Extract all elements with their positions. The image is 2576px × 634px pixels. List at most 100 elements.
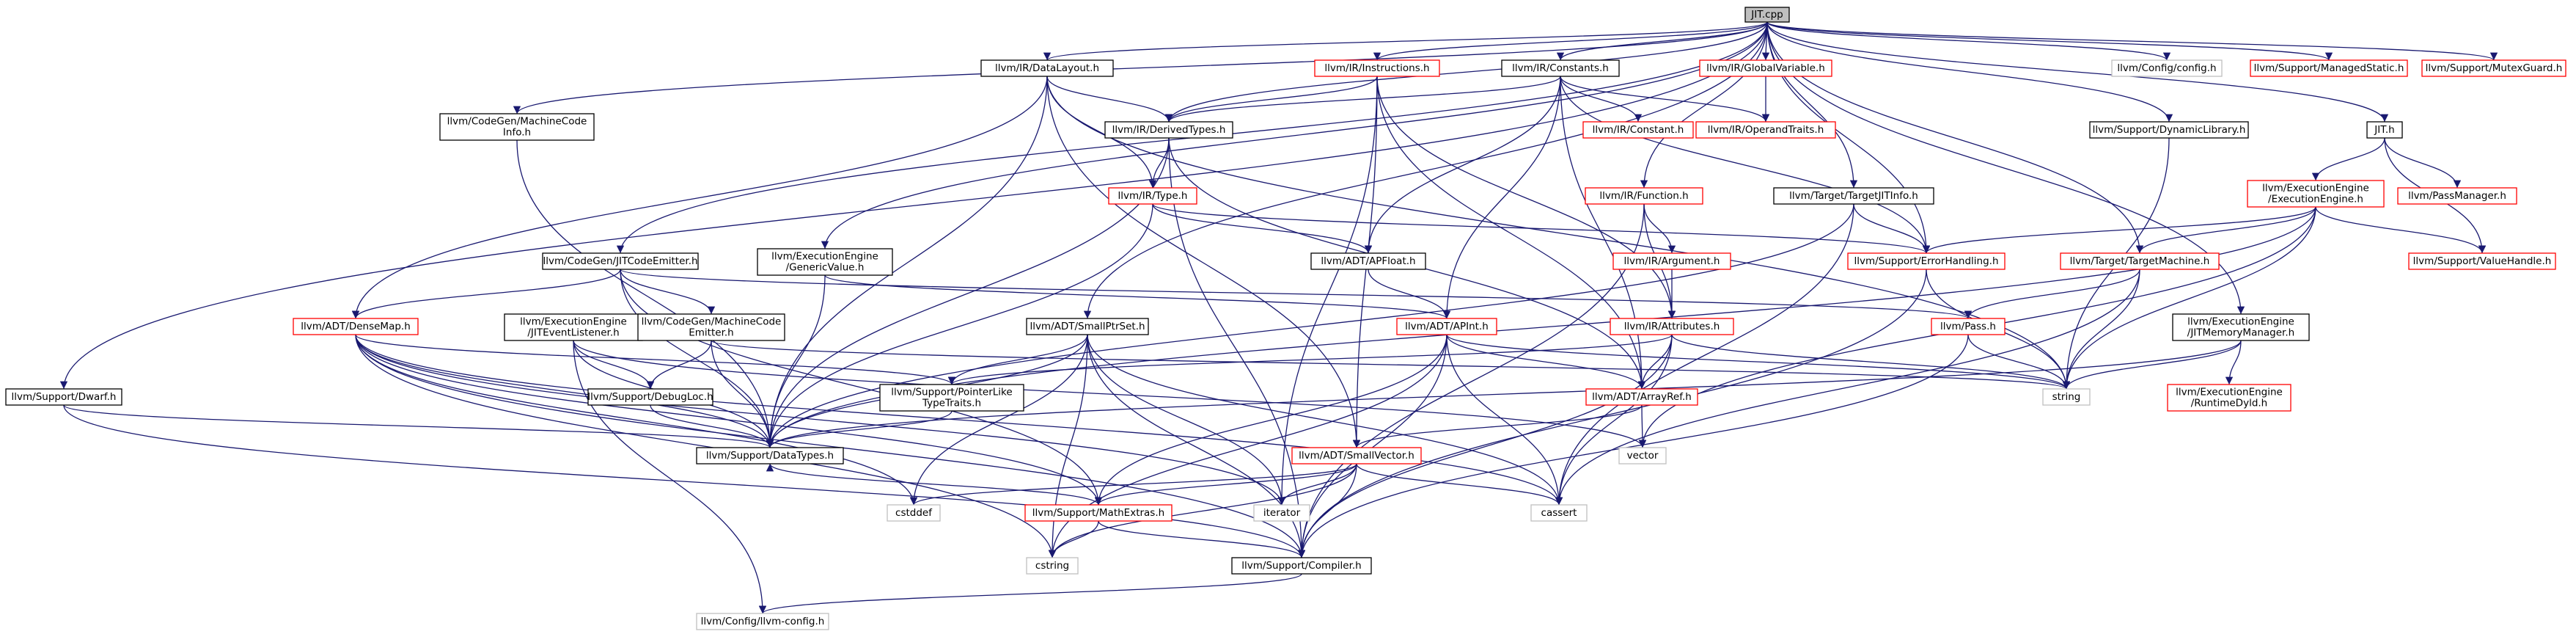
node-llvmconfig[interactable]: llvm/Config/llvm-config.h <box>696 613 829 630</box>
node-label: llvm/ADT/APFloat.h <box>1321 255 1415 267</box>
node-runtimedyld[interactable]: llvm/ExecutionEngine/RuntimeDyld.h <box>2167 384 2291 412</box>
node-label: llvm/ADT/SmallVector.h <box>1299 450 1414 462</box>
node-densemap[interactable]: llvm/ADT/DenseMap.h <box>293 318 419 335</box>
node-function[interactable]: llvm/IR/Function.h <box>1585 187 1703 205</box>
edge-apint-to-cassert <box>1446 334 1563 506</box>
node-box <box>587 388 713 406</box>
node-label: llvm/Support/DynamicLibrary.h <box>2093 124 2246 136</box>
edge-constants-to-derivedtypes <box>1164 76 1561 123</box>
node-box <box>1744 7 1790 23</box>
edge-function-to-compiler <box>1297 203 1645 558</box>
edge-jit_cpp-to-datalayout <box>1043 21 1768 61</box>
edge-mcemitter-to-datatypes <box>711 340 774 448</box>
edge-ptrlike-to-datatypes <box>766 410 953 448</box>
node-cassert[interactable]: cassert <box>1530 504 1588 522</box>
node-argument[interactable]: llvm/IR/Argument.h <box>1612 252 1731 270</box>
node-label: iterator <box>1263 507 1301 519</box>
node-constant[interactable]: llvm/IR/Constant.h <box>1582 121 1694 139</box>
node-managedstatic[interactable]: llvm/Support/ManagedStatic.h <box>2250 59 2408 77</box>
node-type[interactable]: llvm/IR/Type.h <box>1108 187 1197 205</box>
node-cstddef[interactable]: cstddef <box>887 504 941 522</box>
node-box <box>2421 59 2566 77</box>
node-label: llvm/IR/Argument.h <box>1624 255 1720 267</box>
edge-jitmemmgr-to-string <box>2062 340 2242 390</box>
edge-smallptrset-to-iterator <box>1087 334 1286 506</box>
node-box <box>1695 121 1836 139</box>
node-vector[interactable]: vector <box>1618 447 1667 464</box>
node-valuehandle[interactable]: llvm/Support/ValueHandle.h <box>2408 252 2556 270</box>
edge-genericvalue-to-apint <box>824 274 1450 319</box>
node-passmanager[interactable]: llvm/PassManager.h <box>2397 187 2517 205</box>
edge-compiler-to-llvmconfig <box>759 573 1302 614</box>
node-constants[interactable]: llvm/IR/Constants.h <box>1501 59 1620 77</box>
node-label: llvm/PassManager.h <box>2408 190 2506 202</box>
node-dwarf[interactable]: llvm/Support/Dwarf.h <box>5 388 122 406</box>
node-genericvalue[interactable]: llvm/ExecutionEngine/GenericValue.h <box>757 248 893 276</box>
node-apfloat[interactable]: llvm/ADT/APFloat.h <box>1310 252 1426 270</box>
edge-jit_cpp-to-config <box>1766 21 2170 61</box>
node-mathextras[interactable]: llvm/Support/MathExtras.h <box>1024 504 1173 522</box>
node-debugloc[interactable]: llvm/Support/DebugLoc.h <box>587 388 713 406</box>
node-execengine[interactable]: llvm/ExecutionEngine/ExecutionEngine.h <box>2247 180 2385 208</box>
node-dynlib[interactable]: llvm/Support/DynamicLibrary.h <box>2089 121 2249 139</box>
node-globalvariable[interactable]: llvm/IR/GlobalVariable.h <box>1699 59 1832 77</box>
node-label: llvm/Support/MathExtras.h <box>1032 507 1164 519</box>
node-box <box>1585 388 1698 406</box>
node-label: llvm/Support/ValueHandle.h <box>2413 255 2552 267</box>
node-pass[interactable]: llvm/Pass.h <box>1931 318 2006 335</box>
node-jit-h[interactable]: JIT.h <box>2366 121 2403 139</box>
node-label: string <box>2052 391 2081 403</box>
node-label: cstddef <box>895 507 933 519</box>
node-smallptrset[interactable]: llvm/ADT/SmallPtrSet.h <box>1026 318 1149 335</box>
edge-targetmachine-to-pass <box>1964 269 2140 319</box>
node-derivedtypes[interactable]: llvm/IR/DerivedTypes.h <box>1104 121 1233 139</box>
edge-function-to-argument <box>1643 203 1676 254</box>
node-box <box>2089 121 2249 139</box>
node-apint[interactable]: llvm/ADT/APInt.h <box>1396 318 1497 335</box>
edge-type-to-errorhandling <box>1152 203 1930 254</box>
node-datalayout[interactable]: llvm/IR/DataLayout.h <box>980 59 1114 77</box>
node-compiler[interactable]: llvm/Support/Compiler.h <box>1231 557 1372 575</box>
node-mutexguard[interactable]: llvm/Support/MutexGuard.h <box>2421 59 2566 77</box>
node-jitcodeemitter[interactable]: llvm/CodeGen/JITCodeEmitter.h <box>542 252 699 270</box>
edge-datalayout-to-smallvector <box>1046 76 1361 448</box>
node-box <box>637 313 785 341</box>
edge-arrayref-to-smallvector <box>1352 404 1643 448</box>
edge-smallvector-to-mathextras <box>1094 463 1357 506</box>
node-targetjitinfo[interactable]: llvm/Target/TargetJITInfo.h <box>1773 187 1934 205</box>
node-label: llvm/ADT/APInt.h <box>1405 321 1489 332</box>
node-string[interactable]: string <box>2042 388 2091 406</box>
node-jitlistener[interactable]: llvm/ExecutionEngine/JITEventListener.h <box>504 313 643 341</box>
node-box <box>757 248 893 276</box>
node-label: llvm/ExecutionEngine <box>520 316 627 328</box>
edge-densemap-to-compiler <box>355 334 1306 558</box>
node-cstring[interactable]: cstring <box>1026 557 1079 575</box>
node-label: llvm/ExecutionEngine <box>2187 316 2294 328</box>
edge-datalayout-to-densemap <box>351 76 1048 319</box>
edge-jit_h-to-passmanager <box>2384 137 2462 189</box>
node-box <box>1396 318 1497 335</box>
node-label: llvm/IR/DataLayout.h <box>995 62 1099 74</box>
node-label: llvm/IR/Instructions.h <box>1324 62 1429 74</box>
edge-smallptrset-to-cstddef <box>909 334 1088 506</box>
node-attributes[interactable]: llvm/IR/Attributes.h <box>1610 318 1734 335</box>
node-operandtraits[interactable]: llvm/IR/OperandTraits.h <box>1695 121 1836 139</box>
node-config[interactable]: llvm/Config/config.h <box>2111 59 2223 77</box>
node-label: cassert <box>1541 507 1577 519</box>
node-datatypes[interactable]: llvm/Support/DataTypes.h <box>696 447 844 464</box>
node-arrayref[interactable]: llvm/ADT/ArrayRef.h <box>1585 388 1698 406</box>
edge-smallvector-to-cstddef <box>910 463 1357 506</box>
node-errorhandling[interactable]: llvm/Support/ErrorHandling.h <box>1847 252 2006 270</box>
node-targetmachine[interactable]: llvm/Target/TargetMachine.h <box>2060 252 2220 270</box>
node-smallvector[interactable]: llvm/ADT/SmallVector.h <box>1291 447 1422 464</box>
node-jitmemmgr[interactable]: llvm/ExecutionEngine/JITMemoryManager.h <box>2172 313 2310 341</box>
node-jit-cpp[interactable]: JIT.cpp <box>1744 7 1790 23</box>
edge-jitlistener-to-llvmconfig <box>573 340 767 614</box>
edge-apint-to-string <box>1446 334 2070 390</box>
node-iterator[interactable]: iterator <box>1253 504 1310 522</box>
node-box <box>1699 59 1832 77</box>
node-instructions[interactable]: llvm/IR/Instructions.h <box>1314 59 1440 77</box>
